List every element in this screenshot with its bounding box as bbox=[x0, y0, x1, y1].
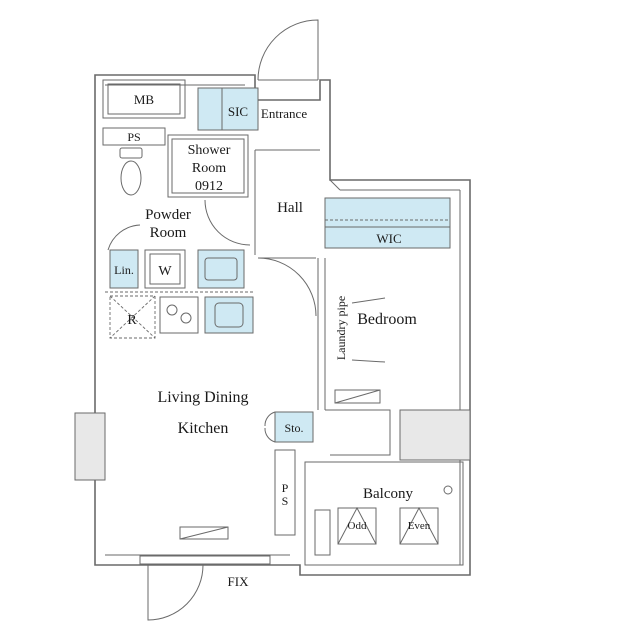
even-label: Even bbox=[408, 520, 431, 532]
washer-box bbox=[144, 249, 186, 289]
ps-bottom-box bbox=[274, 449, 296, 536]
structural-column-left bbox=[74, 412, 106, 481]
ac-unit-odd bbox=[337, 506, 377, 545]
wic-closet bbox=[324, 197, 451, 249]
hall-door bbox=[257, 257, 317, 317]
shower-label-3: 0912 bbox=[195, 179, 223, 194]
ac-unit-even bbox=[399, 506, 439, 545]
sto-label: Sto. bbox=[284, 421, 303, 435]
stove-icon bbox=[159, 296, 199, 334]
fridge-box bbox=[109, 295, 156, 339]
sic-label: SIC bbox=[228, 104, 248, 119]
shower-room bbox=[167, 134, 249, 198]
shower-label-1: Shower bbox=[188, 143, 231, 158]
ldk-label-1: Living Dining bbox=[157, 389, 248, 406]
linen-closet bbox=[109, 249, 139, 289]
ps-bottom-label-1: P bbox=[282, 481, 289, 495]
ps-top-label: PS bbox=[127, 130, 140, 144]
hall-label: Hall bbox=[277, 200, 303, 216]
balcony-area bbox=[304, 461, 464, 566]
powder-label-2: Room bbox=[150, 225, 187, 241]
mb-box bbox=[102, 79, 186, 119]
laundry-pipe-label: Laundry pipe bbox=[334, 296, 348, 360]
fix-label: FIX bbox=[228, 574, 250, 589]
sic-closet bbox=[197, 87, 259, 131]
shower-label-2: Room bbox=[192, 161, 226, 176]
powder-label-1: Powder bbox=[145, 207, 191, 223]
powder-door bbox=[204, 199, 251, 246]
lin-label: Lin. bbox=[114, 263, 134, 277]
kitchen-sink bbox=[204, 296, 254, 334]
toilet-icon bbox=[119, 147, 143, 196]
balcony-label: Balcony bbox=[363, 486, 413, 502]
wic-label: WIC bbox=[376, 231, 401, 246]
structural-column-right bbox=[399, 409, 471, 461]
mb-label: MB bbox=[134, 92, 155, 107]
bedroom-label: Bedroom bbox=[357, 311, 417, 328]
balcony-door bbox=[147, 564, 204, 621]
ps-bottom-label-2: S bbox=[282, 494, 289, 508]
w-label: W bbox=[158, 264, 172, 279]
odd-label: Odd bbox=[348, 520, 367, 532]
sink-icon bbox=[197, 249, 245, 289]
r-label: R bbox=[127, 313, 137, 328]
ps-top-box bbox=[102, 127, 166, 146]
entrance-label: Entrance bbox=[261, 106, 307, 121]
storage-closet bbox=[274, 411, 314, 443]
entrance-door bbox=[257, 19, 319, 81]
ldk-label-2: Kitchen bbox=[178, 420, 229, 437]
